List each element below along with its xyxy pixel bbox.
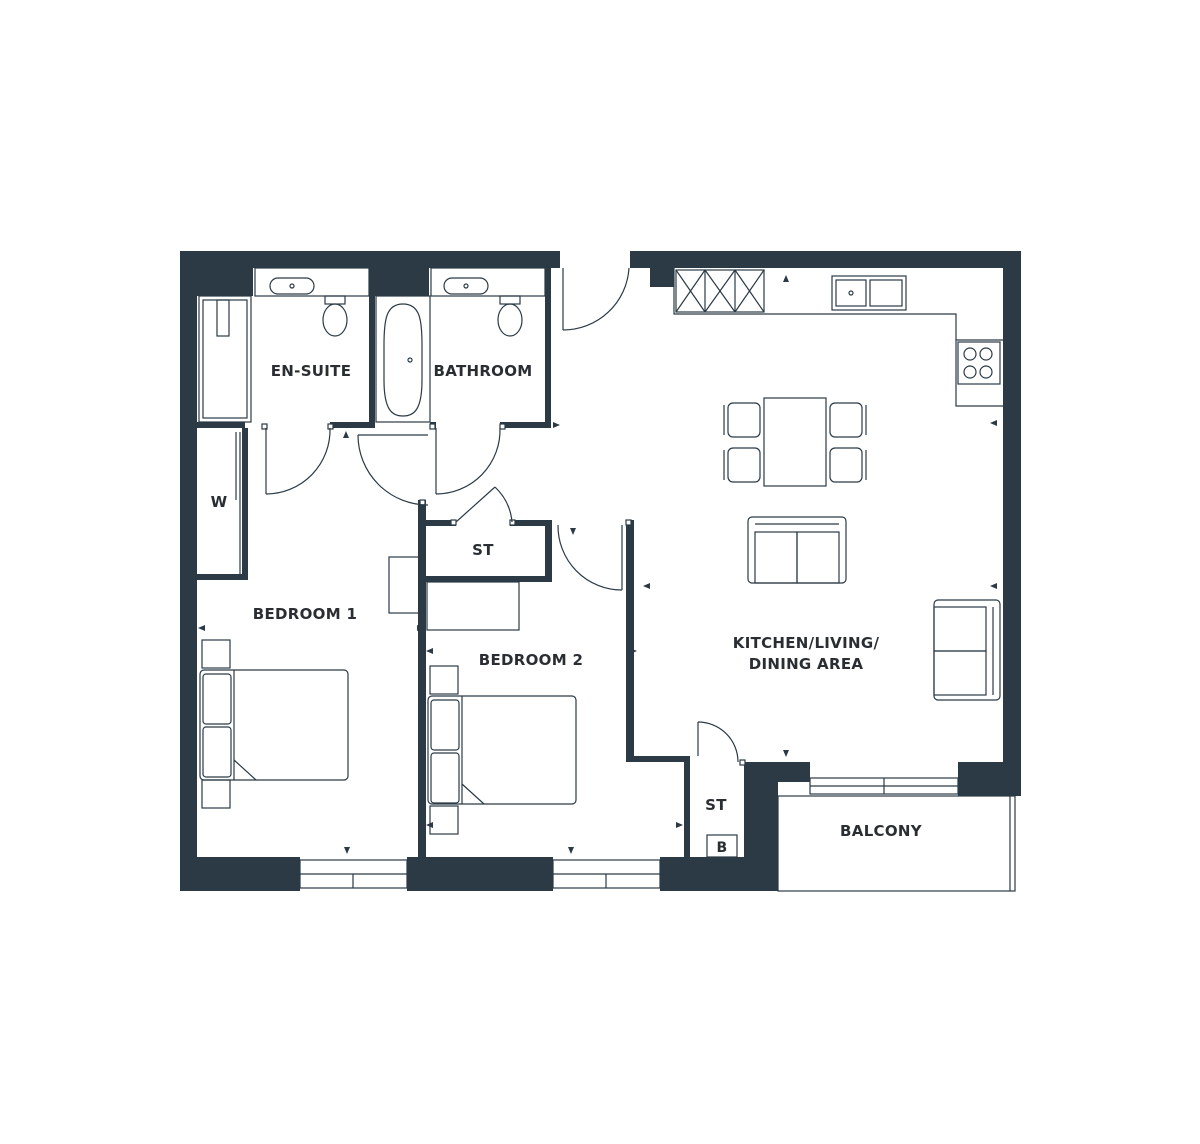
label-bedroom-2: BEDROOM 2 <box>479 651 583 669</box>
armchair <box>933 599 1001 701</box>
sofa <box>747 516 847 584</box>
bedroom1-furniture <box>199 639 349 809</box>
label-boiler: B <box>717 840 728 856</box>
kitchen-counter <box>673 268 1003 407</box>
label-kitchen-line-1: KITCHEN/LIVING/ <box>733 634 880 652</box>
bedroom2-furniture <box>388 556 577 835</box>
windows <box>299 777 959 889</box>
label-bedroom-1: BEDROOM 1 <box>253 605 357 623</box>
label-wardrobe: W <box>211 493 228 511</box>
label-bathroom: BATHROOM <box>433 362 532 380</box>
ensuite-fixtures <box>198 267 370 423</box>
balcony-outline <box>777 795 1016 892</box>
exterior-walls <box>180 251 1021 891</box>
wall-joints <box>261 423 746 766</box>
label-kitchen-line-2: DINING AREA <box>749 655 864 673</box>
bathroom-fixtures <box>375 267 546 423</box>
label-store-1: ST <box>472 541 494 559</box>
label-balcony: BALCONY <box>840 822 923 840</box>
interior-walls <box>197 268 690 857</box>
label-en-suite: EN-SUITE <box>271 362 351 380</box>
marker-arrows <box>198 275 997 854</box>
dining-set <box>723 397 867 487</box>
doors <box>235 267 739 763</box>
label-store-2: ST <box>705 796 727 814</box>
boiler-box <box>706 834 738 858</box>
